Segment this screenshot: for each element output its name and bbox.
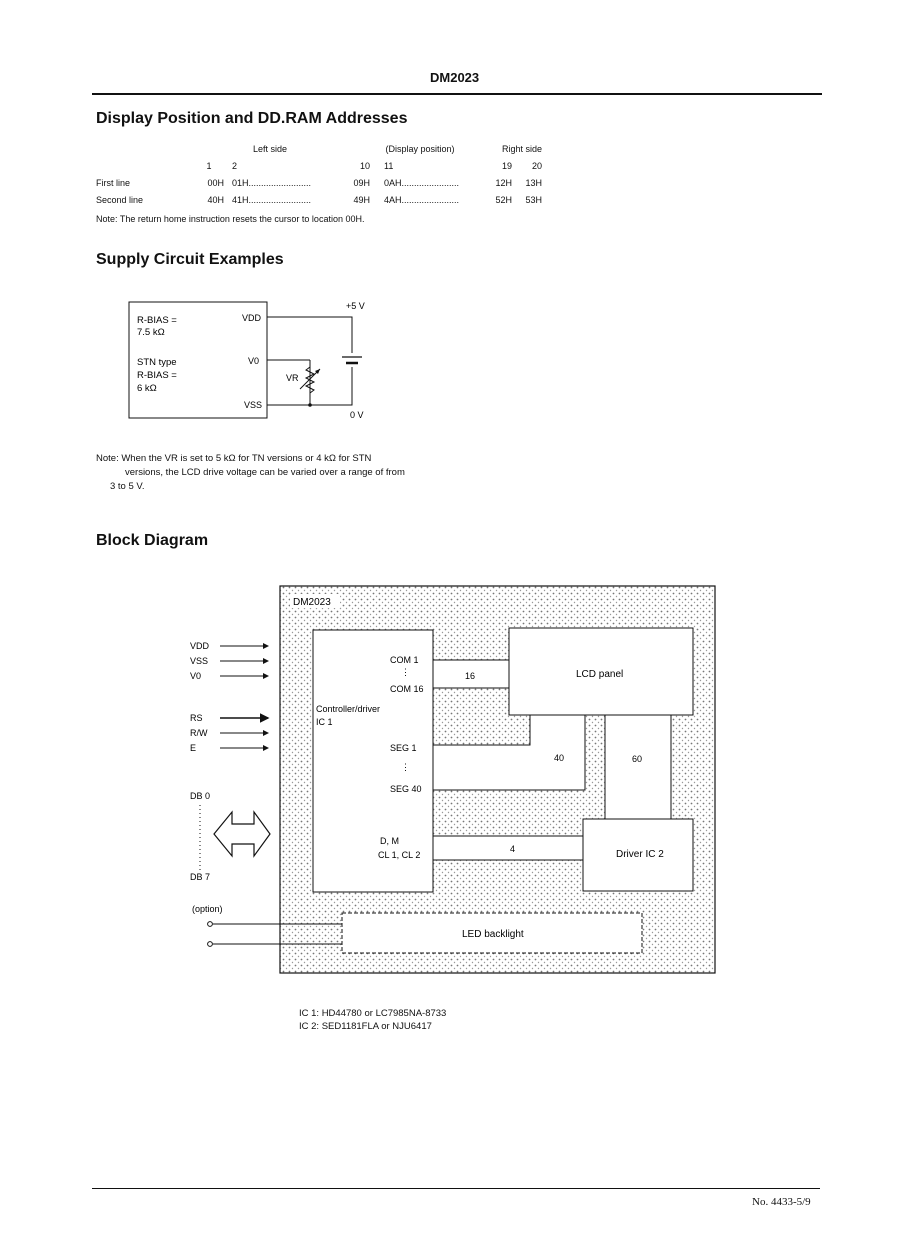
data-bus-arrow xyxy=(213,810,271,858)
resistor-label: VR xyxy=(286,373,299,383)
bus-16-label: 16 xyxy=(465,671,475,681)
legend-ic2: IC 2: SED1181FLA or NJU6417 xyxy=(299,1021,432,1032)
cell: 09H xyxy=(353,177,370,188)
input-rs: RS xyxy=(190,713,203,723)
com16-label: COM 16 xyxy=(390,684,424,694)
cell: 12H xyxy=(495,177,512,188)
col-display-position: (Display position) xyxy=(385,143,455,154)
cell: 0AH xyxy=(384,177,402,188)
pin-vo: V0 xyxy=(248,356,259,366)
led-backlight-block xyxy=(341,912,643,954)
box-text: R-BIAS = xyxy=(137,370,177,381)
supply-note-line1: Note: When the VR is set to 5 kΩ for TN … xyxy=(96,453,372,464)
pos-2: 2 xyxy=(232,160,238,171)
row-label: First line xyxy=(96,177,131,188)
cell: 4AH xyxy=(384,194,402,205)
input-vo: V0 xyxy=(190,671,201,681)
driver-ic2-block xyxy=(582,818,694,892)
db0-label: DB 0 xyxy=(190,791,210,801)
pos-20: 20 xyxy=(531,160,542,171)
box-text: R-BIAS = xyxy=(137,315,177,326)
address-table: Left side (Display position) Right side … xyxy=(92,140,546,208)
cell: 49H xyxy=(353,194,370,205)
page-header-model: DM2023 xyxy=(430,70,480,85)
svg-text:⋮: ⋮ xyxy=(401,762,410,772)
pos-19: 19 xyxy=(501,160,512,171)
cell: 40H xyxy=(207,194,224,205)
bus-60-label: 60 xyxy=(632,754,642,764)
supply-note-line3: 3 to 5 V. xyxy=(110,481,145,492)
row-label: Second line xyxy=(96,194,144,205)
pin-vss: VSS xyxy=(244,400,262,410)
ic1-block xyxy=(312,629,434,893)
col-left-side: Left side xyxy=(252,143,288,154)
pos-1: 1 xyxy=(206,160,212,171)
box-text: 6 kΩ xyxy=(137,383,157,394)
box-text: 7.5 kΩ xyxy=(137,327,165,338)
cell: 13H xyxy=(525,177,542,188)
box-text: STN type xyxy=(137,357,177,368)
bus-16 xyxy=(432,659,510,689)
bus-4 xyxy=(432,835,584,861)
input-rw: R/W xyxy=(190,728,208,738)
led-label: LED backlight xyxy=(462,929,524,940)
input-vdd: VDD xyxy=(190,641,210,651)
seg1-label: SEG 1 xyxy=(390,743,417,753)
legend-ic1: IC 1: HD44780 or LC7985NA-8733 xyxy=(299,1008,447,1019)
cell: 00H xyxy=(207,177,224,188)
table-row: First line 00H 01H......................… xyxy=(92,174,546,191)
header-rule xyxy=(92,93,822,95)
module-label: DM2023 xyxy=(293,597,331,608)
option-label: (option) xyxy=(192,904,223,914)
driver-label: Driver IC 2 xyxy=(616,849,664,860)
zero-v-label: 0 V xyxy=(350,410,364,420)
input-vss: VSS xyxy=(190,656,208,666)
svg-text:⋮: ⋮ xyxy=(401,667,410,677)
block-diagram: DM2023 Controller/driver IC 1 COM 1 ⋮ CO… xyxy=(190,585,716,974)
pin-vdd: VDD xyxy=(242,313,262,323)
pos-10: 10 xyxy=(359,160,370,171)
dm-label: D, M xyxy=(380,836,399,846)
db7-label: DB 7 xyxy=(190,872,210,882)
bus-40 xyxy=(432,714,586,791)
footer-rule xyxy=(92,1188,820,1189)
plus-5v-label: +5 V xyxy=(346,301,365,311)
cell: 01H xyxy=(232,177,249,188)
supply-circuit-diagram: R-BIAS = 7.5 kΩ STN type R-BIAS = 6 kΩ V… xyxy=(128,301,365,420)
bus-4-label: 4 xyxy=(510,844,515,854)
col-right-side: Right side xyxy=(501,143,542,154)
input-e: E xyxy=(190,743,196,753)
pos-11: 11 xyxy=(384,160,394,171)
lcd-label: LCD panel xyxy=(576,669,623,680)
lcd-panel-block xyxy=(508,627,694,716)
supply-note-line2: versions, the LCD drive voltage can be v… xyxy=(125,467,405,478)
bus-60 xyxy=(604,714,672,820)
page-number: No. 4433-5/9 xyxy=(752,1196,811,1208)
ic1-label: Controller/driver xyxy=(316,704,380,714)
ic1-label: IC 1 xyxy=(316,717,333,727)
section-title-block-diagram: Block Diagram xyxy=(96,532,209,549)
address-note: Note: The return home instruction resets… xyxy=(96,214,365,224)
section-title-addresses: Display Position and DD.RAM Addresses xyxy=(96,110,408,127)
table-row: Second line 40H 41H.....................… xyxy=(92,191,546,208)
seg40-label: SEG 40 xyxy=(390,784,422,794)
section-title-supply: Supply Circuit Examples xyxy=(96,251,284,268)
cl-label: CL 1, CL 2 xyxy=(378,850,420,860)
cell: 52H xyxy=(495,194,512,205)
bus-40-label: 40 xyxy=(554,753,564,763)
cell: 53H xyxy=(525,194,542,205)
cell: 41H xyxy=(232,194,249,205)
com1-label: COM 1 xyxy=(390,655,419,665)
